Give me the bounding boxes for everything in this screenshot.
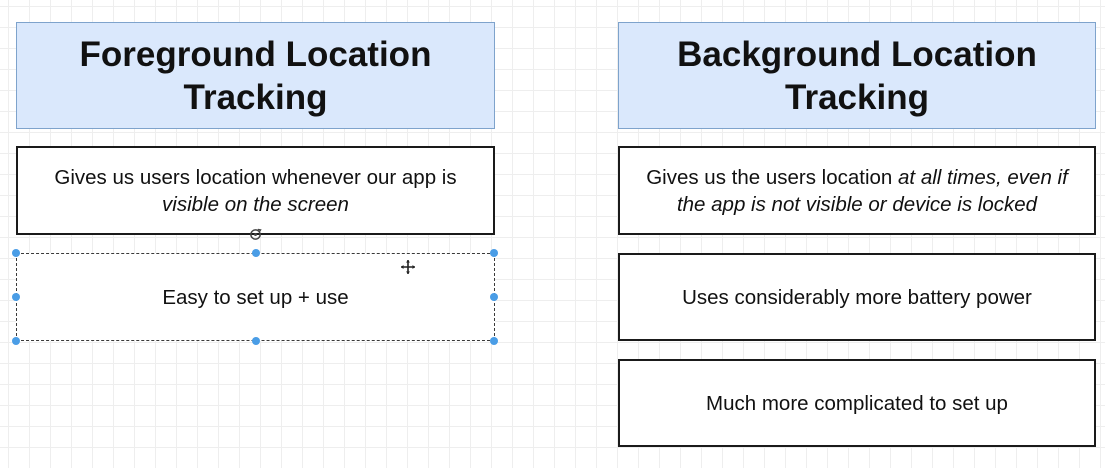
selection-handle-top-right[interactable] xyxy=(490,249,498,257)
foreground-header-label: Foreground Location Tracking xyxy=(79,34,432,117)
background-card-always-plain: Gives us the users location xyxy=(646,165,893,189)
background-card-always[interactable]: Gives us the users location at all times… xyxy=(618,146,1096,235)
background-card-always-italic: at all times, even if the app is not vis… xyxy=(676,165,1068,216)
selection-handle-bottom-left[interactable] xyxy=(12,337,20,345)
background-card-always-text: Gives us the users location at all times… xyxy=(630,164,1084,218)
selection-handle-top-left[interactable] xyxy=(12,249,20,257)
foreground-card-visibility-italic: visible on the screen xyxy=(162,192,349,216)
foreground-card-easy-setup[interactable]: Easy to set up + use xyxy=(16,253,495,341)
background-header-label: Background Location Tracking xyxy=(677,34,1037,117)
selection-handle-bottom-right[interactable] xyxy=(490,337,498,345)
selection-handle-top-middle[interactable] xyxy=(252,249,260,257)
selection-handle-middle-left[interactable] xyxy=(12,293,20,301)
background-card-battery-text: Uses considerably more battery power xyxy=(682,285,1032,309)
selection-handle-middle-right[interactable] xyxy=(490,293,498,301)
background-card-complicated-text: Much more complicated to set up xyxy=(706,391,1008,415)
move-cursor-icon xyxy=(401,260,415,274)
foreground-card-visibility-plain: Gives us users location whenever our app… xyxy=(54,165,457,189)
foreground-header[interactable]: Foreground Location Tracking xyxy=(16,22,495,129)
background-header[interactable]: Background Location Tracking xyxy=(618,22,1096,129)
background-card-complicated[interactable]: Much more complicated to set up xyxy=(618,359,1096,447)
foreground-card-easy-setup-text: Easy to set up + use xyxy=(162,285,349,309)
selection-handle-bottom-middle[interactable] xyxy=(252,337,260,345)
foreground-card-visibility-text: Gives us users location whenever our app… xyxy=(54,164,456,218)
rotate-handle-icon[interactable] xyxy=(249,228,262,241)
background-card-battery[interactable]: Uses considerably more battery power xyxy=(618,253,1096,341)
foreground-card-visibility[interactable]: Gives us users location whenever our app… xyxy=(16,146,495,235)
